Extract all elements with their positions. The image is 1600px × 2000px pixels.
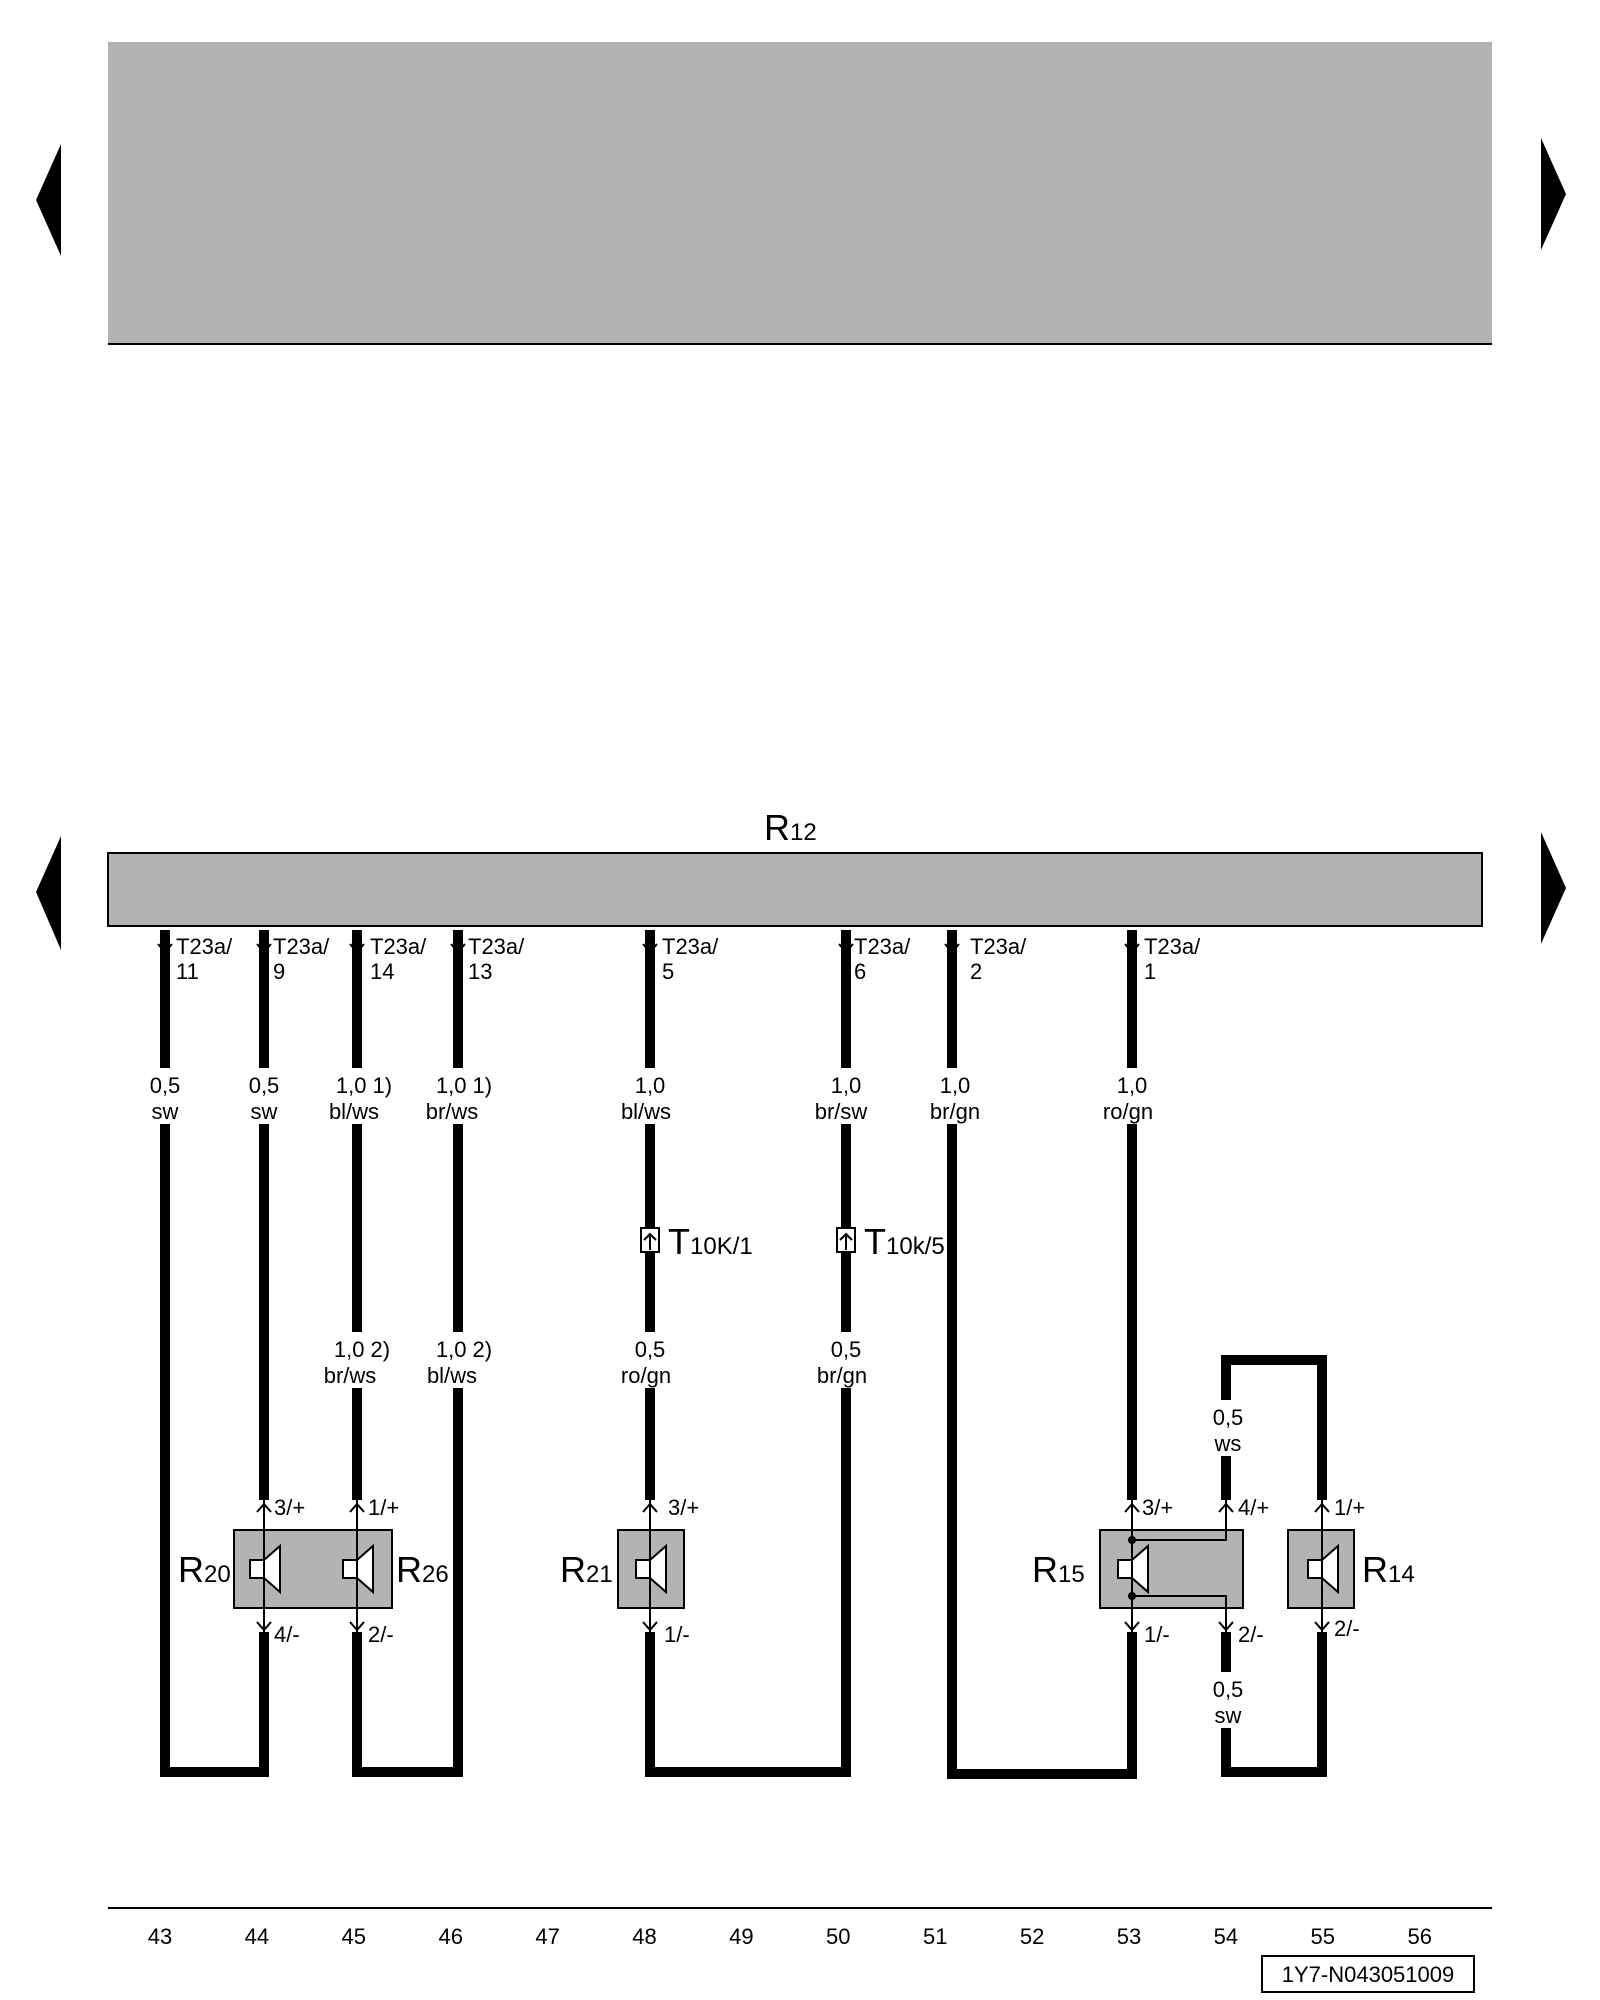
r12-label: R12: [764, 807, 817, 848]
label-gaps: [140, 1068, 1251, 1728]
r12-component-block: [107, 852, 1483, 927]
pin-r20-3: 3/+: [274, 1495, 305, 1520]
column-number-46: 46: [438, 1924, 462, 1949]
r15-internal-minus: [1132, 1595, 1227, 1632]
pin-r21-3: 3/+: [668, 1495, 699, 1520]
next-page-arrow-top[interactable]: [1541, 138, 1566, 250]
prev-page-arrow-bottom[interactable]: [36, 836, 61, 950]
pin-r20-4: 4/-: [274, 1622, 300, 1647]
next-page-arrow-bottom[interactable]: [1541, 832, 1566, 944]
column-numbers: 43 44 45 46 47 48 49 50 51 52 53 54 55 56: [148, 1924, 1432, 1949]
connector-t23a-5: T23a/5: [662, 934, 719, 984]
r15-junction-top: [1128, 1536, 1136, 1544]
inline-connector-t10k-5: T10k/5: [836, 1221, 945, 1262]
top-component-block: [108, 42, 1492, 344]
speaker-pin-arrows: [256, 1502, 1330, 1632]
column-number-43: 43: [148, 1924, 172, 1949]
pin-arrow-50: [838, 930, 854, 954]
inline-connector-t10k-1: T10K/1: [640, 1221, 753, 1262]
pin-arrow-51: [944, 930, 960, 954]
connector-t23a-14: T23a/14: [370, 934, 427, 984]
pin-r15-2: 2/-: [1238, 1622, 1264, 1647]
connector-t23a-11: T23a/11: [176, 934, 233, 984]
connector-t23a-9: T23a/9: [273, 934, 330, 984]
column-number-56: 56: [1407, 1924, 1431, 1949]
pin-r21-1: 1/-: [664, 1622, 690, 1647]
pin-r15-3: 3/+: [1142, 1495, 1173, 1520]
column-number-55: 55: [1311, 1924, 1335, 1949]
speaker-r26-icon: [342, 1500, 374, 1632]
column-number-49: 49: [729, 1924, 753, 1949]
doc-id: 1Y7-N043051009: [1282, 1962, 1454, 1987]
connector-t23a-13: T23a/13: [468, 934, 525, 984]
speaker-r15-label: R15: [1032, 1549, 1085, 1590]
connector-pins: [157, 930, 1140, 954]
speaker-r14-label: R14: [1362, 1549, 1415, 1590]
speaker-r21-icon: [635, 1500, 667, 1632]
column-number-53: 53: [1117, 1924, 1141, 1949]
pin-arrow-48: [642, 930, 658, 954]
wire-label-46-top: 1,0 1)br/ws: [426, 1073, 492, 1124]
speaker-r14-housing: [1287, 1500, 1355, 1632]
speaker-r14-icon: [1307, 1500, 1339, 1632]
column-number-47: 47: [535, 1924, 559, 1949]
pin-arrow-46: [450, 930, 466, 954]
speaker-r15-housing: [1099, 1500, 1244, 1632]
pin-r15-1: 1/-: [1144, 1622, 1170, 1647]
column-number-54: 54: [1214, 1924, 1238, 1949]
pin-r14-2: 2/-: [1334, 1616, 1360, 1641]
pin-r15-4: 4/+: [1238, 1495, 1269, 1520]
connector-t23a-6: T23a/6: [854, 934, 911, 984]
wire-path-51-53: [947, 930, 1137, 1779]
wire-label-45-bottom: 1,0 2)br/ws: [324, 1337, 390, 1388]
column-number-48: 48: [632, 1924, 656, 1949]
column-number-44: 44: [245, 1924, 269, 1949]
wire-label-45-top: 1,0 1)bl/ws: [329, 1073, 392, 1124]
t10k-5-label: T10k/5: [864, 1221, 945, 1262]
column-number-45: 45: [342, 1924, 366, 1949]
doc-id-box: [1261, 1955, 1475, 1993]
connector-labels: T23a/11 T23a/9 T23a/14 T23a/13 T23a/5 T2…: [176, 934, 1201, 984]
speaker-r20-label: R20: [178, 1549, 231, 1590]
pin-arrow-45: [349, 930, 365, 954]
pin-arrow-53: [1124, 930, 1140, 954]
r15-internal-plus: [1132, 1500, 1227, 1541]
column-number-51: 51: [923, 1924, 947, 1949]
wire-label-46-bottom: 1,0 2)bl/ws: [427, 1337, 492, 1388]
speaker-r15-icon: [1117, 1500, 1149, 1632]
speaker-r26-label: R26: [396, 1549, 449, 1590]
speaker-r21-label: R21: [560, 1549, 613, 1590]
speaker-r21-housing: [617, 1500, 685, 1632]
wire-path-43-44: [160, 930, 269, 1777]
r15-junction-bottom: [1128, 1592, 1136, 1600]
speaker-r20-r26-housing: [233, 1500, 393, 1632]
prev-page-arrow-top[interactable]: [36, 144, 61, 256]
speaker-r20-icon: [249, 1500, 281, 1632]
column-number-50: 50: [826, 1924, 850, 1949]
pin-r26-1: 1/+: [368, 1495, 399, 1520]
pin-r14-1: 1/+: [1334, 1495, 1365, 1520]
pin-arrow-44: [256, 930, 272, 954]
connector-t23a-2: T23a/2: [970, 934, 1027, 984]
connector-t23a-1: T23a/1: [1144, 934, 1201, 984]
column-number-52: 52: [1020, 1924, 1044, 1949]
pin-labels: 3/+ 4/- 1/+ 2/- 3/+ 1/- 3/+ 4/+ 1/- 2/- …: [274, 1495, 1365, 1647]
t10k-1-label: T10K/1: [668, 1221, 753, 1262]
pin-arrow-43: [157, 930, 173, 954]
pin-r26-2: 2/-: [368, 1622, 394, 1647]
